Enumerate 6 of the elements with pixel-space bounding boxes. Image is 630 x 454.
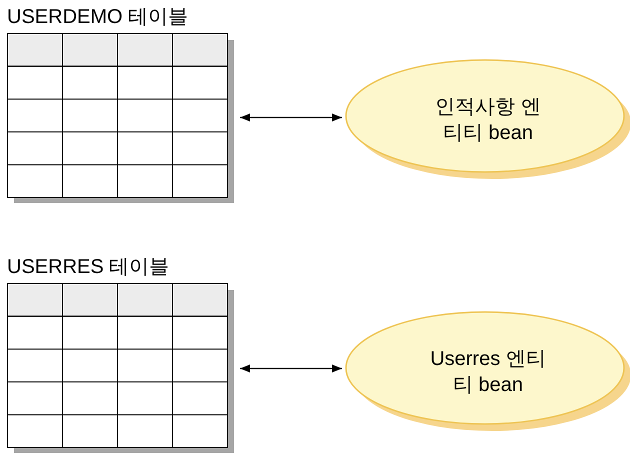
table-title: USERRES 테이블	[7, 255, 170, 280]
table-title: USERDEMO 테이블	[7, 5, 188, 30]
double-arrow	[240, 364, 342, 372]
double-arrow	[240, 114, 342, 122]
ellipse-label: 인적사항 엔티티 bean	[434, 95, 542, 146]
ellipse-label: Userres 엔티티 bean	[429, 347, 547, 398]
